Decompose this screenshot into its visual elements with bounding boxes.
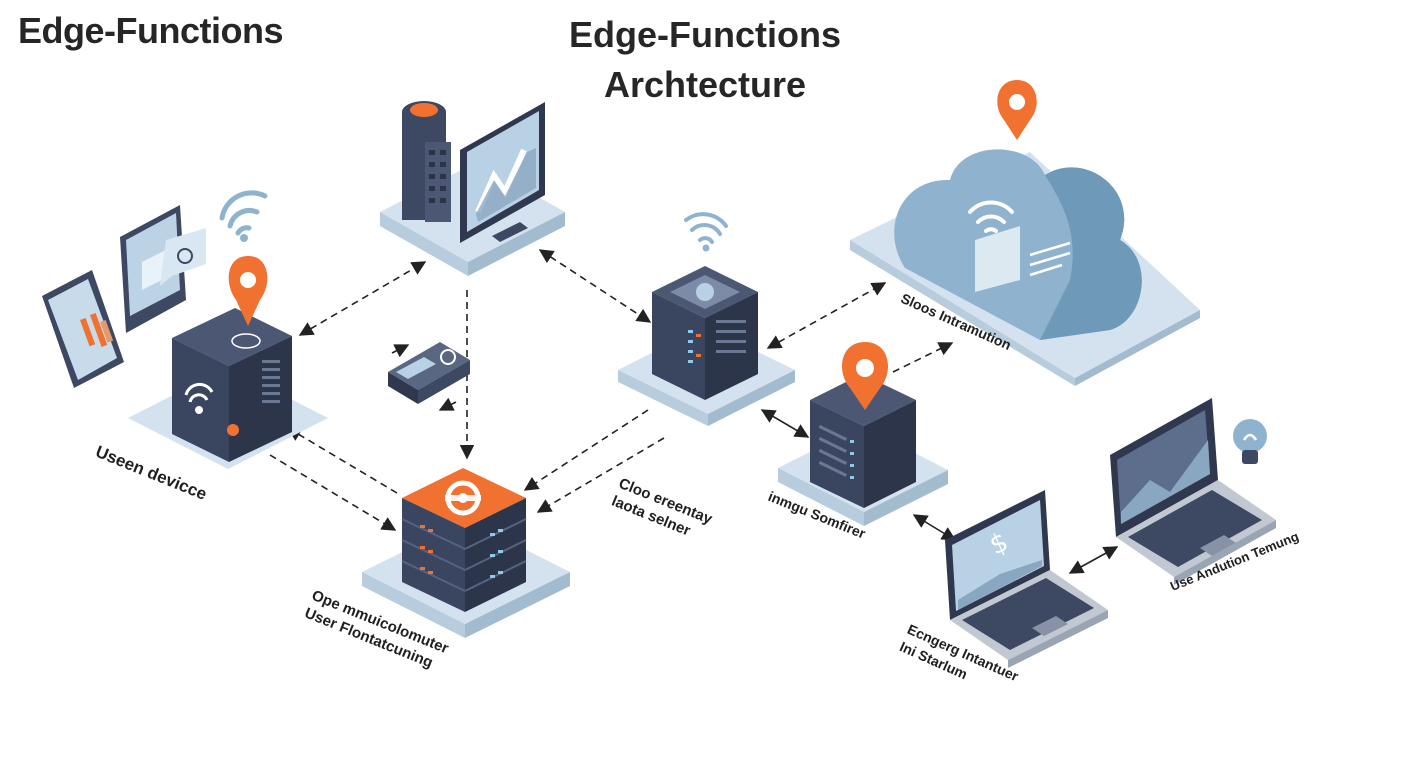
- laptop-right-node: [1110, 398, 1276, 585]
- lightbulb-icon: [1233, 419, 1267, 464]
- arrow-devices-workstation: [298, 261, 427, 336]
- arrow-gateway-central-2: [536, 437, 665, 513]
- location-pin-icon: [842, 342, 888, 410]
- edge-node: [778, 342, 948, 526]
- central-server-node: [362, 468, 570, 638]
- arrow-edge-cloud: [892, 342, 954, 373]
- smartphone-icon: [42, 270, 124, 388]
- diagram-title-line2: Archtecture: [603, 64, 807, 105]
- arrow-devices-central: [269, 454, 397, 531]
- location-pin-icon: [997, 80, 1037, 140]
- tablet-icon: [120, 205, 186, 333]
- workstation-node: [380, 101, 565, 276]
- arrow-gateway-cloud: [766, 282, 887, 349]
- cloud-node: [850, 149, 1200, 386]
- usb-drive-icon: [388, 342, 470, 404]
- arrow-gateway-central: [523, 409, 649, 491]
- location-pin-icon: [228, 256, 268, 326]
- diagram-title-line1: Edge-Functions: [569, 14, 841, 55]
- diagram-title: Edge-Functions Archtecture: [560, 10, 850, 110]
- page-title: Edge-Functions: [18, 10, 284, 51]
- edge-gateway-node: [618, 212, 795, 426]
- arrow-laptop-laptop: [1068, 546, 1119, 574]
- arrow-central-devices: [286, 427, 398, 494]
- wifi-icon: [968, 200, 1014, 233]
- user-devices-node: [42, 190, 328, 469]
- arrow-workstation-gateway: [538, 249, 652, 323]
- arrow-edge-laptop: [912, 514, 957, 541]
- arrow-gateway-edge: [760, 409, 810, 438]
- wifi-icon: [219, 190, 268, 236]
- laptop-left-node: $: [945, 490, 1108, 668]
- wifi-icon: [684, 212, 728, 244]
